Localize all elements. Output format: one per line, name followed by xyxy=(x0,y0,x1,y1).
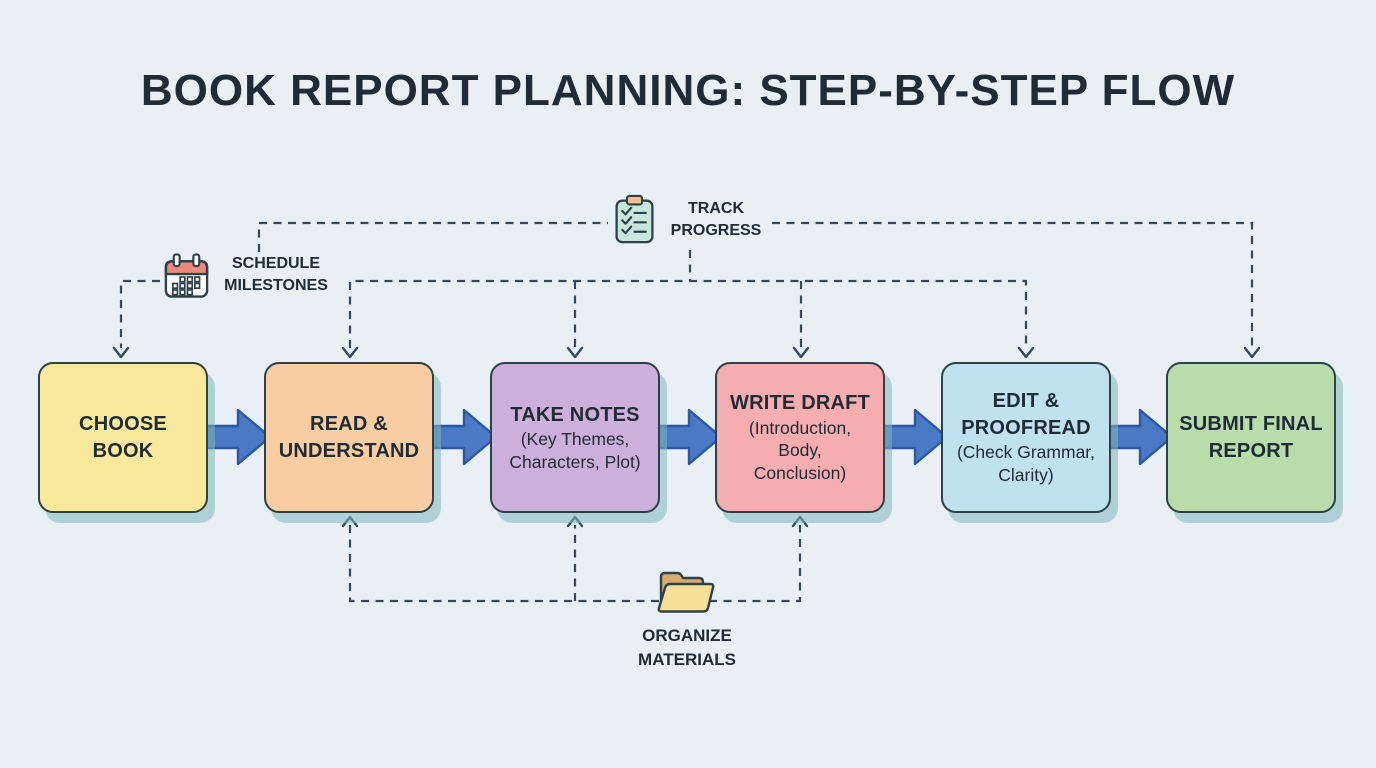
flow-arrow-4 xyxy=(881,408,949,466)
arrowhead-up-box2 xyxy=(341,515,359,528)
step-box-take-notes: TAKE NOTES (Key Themes, Characters, Plot… xyxy=(490,362,660,513)
page-title: BOOK REPORT PLANNING: STEP-BY-STEP FLOW xyxy=(140,66,1236,115)
step-subtitle: (Check Grammar, Clarity) xyxy=(956,442,1096,485)
mid-rail xyxy=(348,279,1028,348)
step-box-write-draft: WRITE DRAFT (Introduction, Body, Conclus… xyxy=(715,362,885,513)
flow-arrow-3 xyxy=(655,408,723,466)
arrowhead-down-box4 xyxy=(792,346,810,359)
arrowhead-down-box5 xyxy=(1017,346,1035,359)
step-subtitle: (Key Themes, Characters, Plot) xyxy=(509,428,641,472)
arrowhead-down-box2 xyxy=(341,346,359,359)
step-title: CHOOSE BOOK xyxy=(79,413,167,462)
step-subtitle: (Introduction, Body, Conclusion) xyxy=(748,417,852,484)
arrowhead-down-box3 xyxy=(566,346,584,359)
arrowhead-down-box1 xyxy=(112,346,130,359)
bottom-rail xyxy=(348,525,802,603)
track-progress-label: TRACK PROGRESS xyxy=(670,200,762,240)
arrowhead-up-box3 xyxy=(566,515,584,528)
step-title: WRITE DRAFT xyxy=(730,392,870,415)
flow-arrow-1 xyxy=(204,408,272,466)
flow-arrow-5 xyxy=(1106,408,1174,466)
arrowhead-down-box6 xyxy=(1243,346,1261,359)
step-title: READ & UNDERSTAND xyxy=(278,413,420,462)
step-title: EDIT & PROOFREAD xyxy=(961,390,1091,439)
track-progress-right-rail xyxy=(772,221,1254,348)
schedule-milestones-hook xyxy=(119,279,160,348)
organize-materials-label: ORGANIZE MATERIALS xyxy=(638,626,736,669)
step-box-edit-proofread: EDIT & PROOFREAD (Check Grammar, Clarity… xyxy=(941,362,1111,513)
step-title: SUBMIT FINAL REPORT xyxy=(1179,413,1323,462)
step-box-read-understand: READ & UNDERSTAND xyxy=(264,362,434,513)
folder-icon xyxy=(653,564,719,622)
step-box-choose-book: CHOOSE BOOK xyxy=(38,362,208,513)
step-title: TAKE NOTES xyxy=(510,403,640,426)
calendar-icon xyxy=(161,250,212,307)
track-progress-left-rail xyxy=(257,221,608,252)
step-box-submit-report: SUBMIT FINAL REPORT xyxy=(1166,362,1336,513)
flow-arrow-2 xyxy=(430,408,498,466)
arrowhead-up-box4 xyxy=(791,515,809,528)
schedule-milestones-label: SCHEDULE MILESTONES xyxy=(224,255,328,295)
clipboard-checklist-icon xyxy=(610,192,659,252)
